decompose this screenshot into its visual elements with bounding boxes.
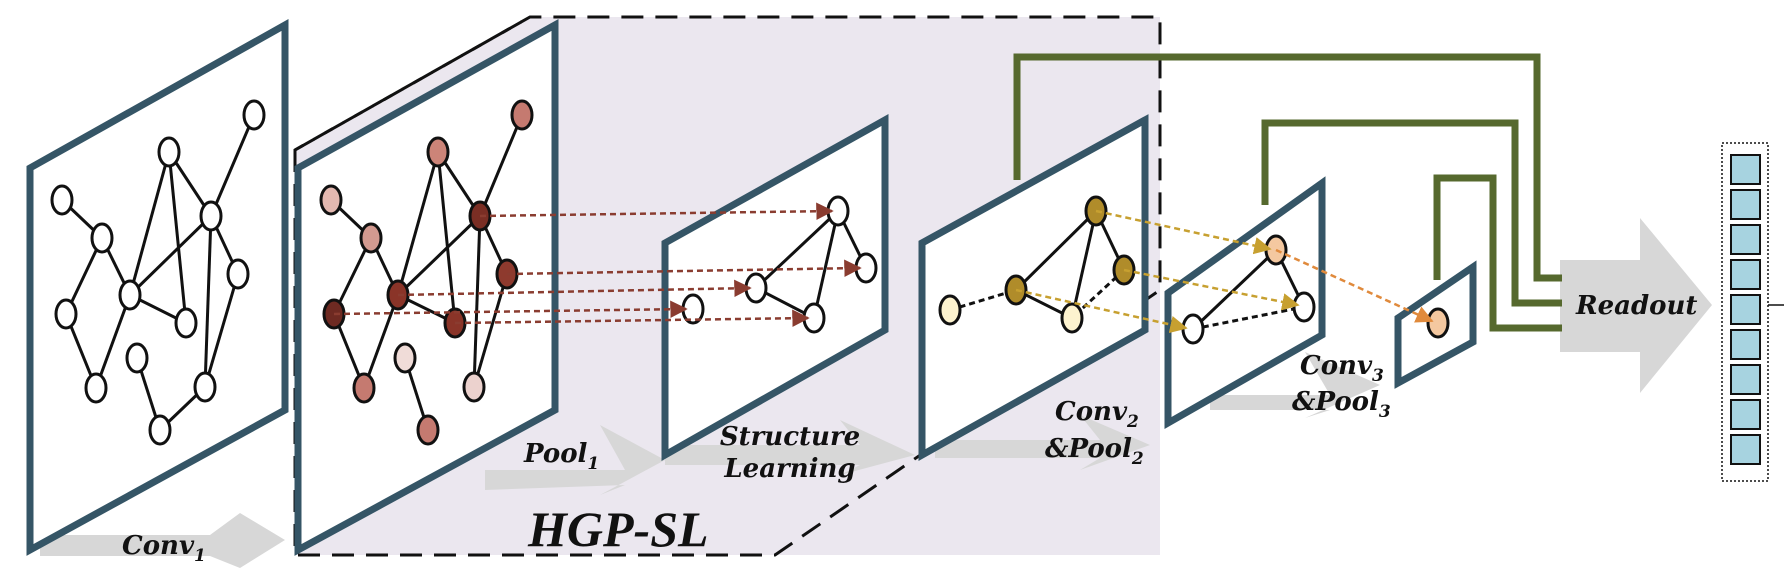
graph-node: [242, 99, 266, 131]
graph-node: [426, 136, 450, 168]
embedding-cell: [1730, 399, 1761, 430]
pool1-label: Pool1: [523, 439, 599, 474]
conv3-label: Conv3: [1300, 351, 1384, 386]
graph-node: [462, 371, 486, 403]
pool3-label: &Pool3: [1292, 387, 1391, 422]
graph-node: [174, 307, 198, 339]
pool-arrow: [333, 300, 688, 318]
embedding-cell: [1730, 154, 1761, 185]
conv2-label: Conv2: [1055, 397, 1139, 432]
embedding-cell: [1730, 294, 1761, 325]
graph-node: [50, 184, 74, 216]
embedding-cell: [1730, 364, 1761, 395]
readout-label: Readout: [1575, 291, 1697, 321]
graph-node: [938, 294, 962, 326]
structure-label-line2: Learning: [723, 454, 855, 484]
embedding-cell: [1730, 434, 1761, 465]
graph-node: [1060, 302, 1084, 334]
graph-node: [125, 342, 149, 374]
pool2-label: &Pool2: [1045, 434, 1144, 469]
graph-node: [148, 414, 172, 446]
graph-node: [510, 99, 534, 131]
skip-path-3: [1433, 174, 1562, 332]
readout-skip-connections: [1013, 53, 1562, 332]
graph-node: [359, 222, 383, 254]
embedding-cell: [1730, 189, 1761, 220]
pool2-selection-arrows: [1015, 209, 1300, 334]
panel-pool1: [294, 19, 559, 556]
graph-node: [352, 372, 376, 404]
panel-final-pool: [1394, 260, 1477, 389]
embedding-cell: [1730, 259, 1761, 290]
skip-path-1: [1013, 53, 1562, 282]
structure-flow-arrow: [665, 420, 915, 475]
graph-node: [84, 372, 108, 404]
graph-node: [226, 258, 250, 290]
graph-node: [1292, 291, 1316, 323]
pool1-selection-arrows: [333, 202, 862, 327]
graph-node: [319, 184, 343, 216]
graph-node: [1426, 307, 1450, 339]
skip-path-2: [1261, 119, 1562, 307]
hgp-sl-label: HGP-SL: [527, 501, 709, 557]
graph-node: [416, 414, 440, 446]
conv1-label: Conv1: [122, 531, 206, 566]
graph-node: [90, 222, 114, 254]
conv1-flow-arrow: [40, 513, 285, 568]
readout-embedding-vector: [1721, 142, 1784, 482]
pool1-flow-arrow: [485, 425, 665, 495]
pool-arrow: [397, 279, 752, 298]
readout-flow-arrow: [1560, 218, 1712, 393]
structure-label-line1: Structure: [720, 422, 860, 452]
graph-node: [54, 298, 78, 330]
pool-arrow: [454, 309, 810, 327]
pool-arrow: [1015, 288, 1188, 334]
pool-arrow: [479, 202, 834, 220]
graph-node: [193, 371, 217, 403]
conv3-flow-arrow: [1210, 352, 1380, 418]
conv2-flow-arrow: [935, 415, 1150, 470]
graph-node: [199, 200, 223, 232]
graph-node: [157, 136, 181, 168]
embedding-cell: [1730, 224, 1761, 255]
graph-node: [393, 342, 417, 374]
panel-conv1: [26, 19, 289, 556]
embedding-cell: [1730, 329, 1761, 360]
graph-node: [1181, 313, 1205, 345]
pool3-selection-arrow: [1275, 248, 1434, 323]
pool-arrow: [506, 259, 862, 278]
labels: Conv1 Pool1 Structure Learning Conv2 &Po…: [122, 291, 1697, 566]
panel-conv2-pool2: [918, 114, 1149, 461]
graph-nodes-1: [50, 99, 266, 446]
flow-arrows: [40, 218, 1712, 568]
graph-node: [118, 279, 142, 311]
